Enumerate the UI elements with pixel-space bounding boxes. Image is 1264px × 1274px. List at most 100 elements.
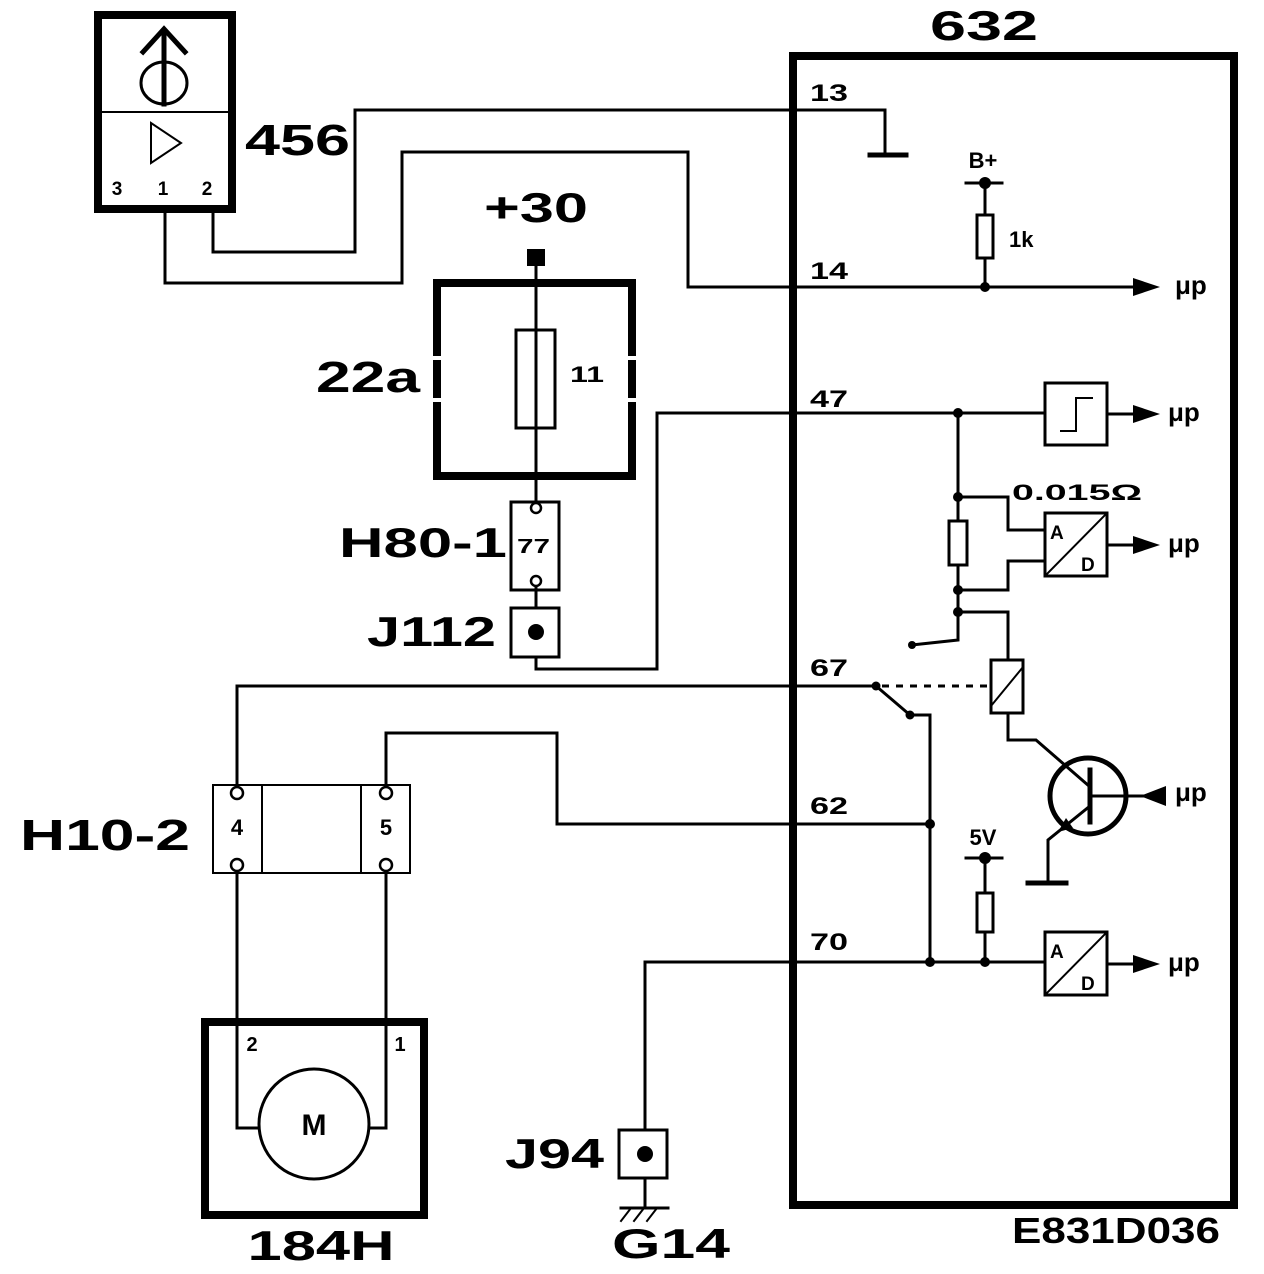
- adc-input-wire-high: [956, 495, 1047, 532]
- relay-driver-circuit: μp: [882, 610, 1207, 886]
- transistor-emitter-wire: [1046, 803, 1093, 885]
- junction-dot: [925, 957, 935, 967]
- motor-pin-1-label: 1: [394, 1034, 405, 1056]
- wire-pin62-to-h10-pin5: [384, 731, 799, 826]
- ground-g14: G14: [612, 1206, 731, 1267]
- pin-14-label: 14: [810, 258, 849, 285]
- sensor-arrow-head-icon: [139, 25, 189, 56]
- sensor-456: 3 1 2 456: [94, 11, 350, 213]
- wire-h10-pin5-to-motor: [367, 869, 388, 1130]
- sensor-pin-2-label: 2: [202, 179, 213, 200]
- pin-62-circuit: [795, 819, 935, 829]
- fuse-icon: [514, 328, 557, 430]
- microprocessor-label: μp: [1175, 777, 1207, 807]
- junction-dot: [979, 852, 991, 864]
- relay-aux-wire: [910, 610, 960, 647]
- connector-pin-4-label: 4: [231, 815, 244, 840]
- connector-pin-icon: [229, 785, 245, 801]
- relay-switch-blade: [873, 683, 913, 718]
- fuse-number-label: 11: [570, 362, 604, 387]
- ad-converter-divider: [1043, 511, 1109, 578]
- emitter-arrow-icon: [1058, 818, 1073, 832]
- adc-analog-label: A: [1050, 523, 1064, 544]
- fuse-box-outline: [433, 279, 636, 480]
- connector-pin-icon: [529, 574, 543, 588]
- connector-pin-icon: [229, 857, 245, 873]
- motor-icon: [257, 1067, 371, 1181]
- ground-hatch: [632, 1206, 646, 1223]
- pin-13-internal-wire: [795, 108, 887, 157]
- arrow-right-icon: [1133, 278, 1160, 296]
- 5v-label: 5V: [970, 825, 997, 850]
- connector-h80-1: 77 H80-1: [339, 500, 561, 592]
- pin-70-label: 70: [810, 929, 848, 956]
- connector-pin-number: 77: [517, 536, 550, 558]
- pin-47-label: 47: [810, 386, 848, 413]
- microprocessor-label: μp: [1175, 270, 1207, 300]
- supply-label: +30: [484, 184, 588, 231]
- ground-label: G14: [612, 1220, 731, 1267]
- pullup-resistor-label: 1k: [1009, 227, 1034, 252]
- schmitt-trigger-icon: [1060, 397, 1093, 432]
- junction-dot: [925, 819, 935, 829]
- shunt-resistor-label: 0.015Ω: [1012, 480, 1142, 505]
- control-unit-632: 632 13 14 47 67 62 70 μp B+ 1k: [789, 2, 1238, 1209]
- supply-plus-30: +30: [484, 184, 588, 266]
- sensor-pin-1-label: 1: [158, 179, 169, 200]
- pin-62-label: 62: [810, 793, 848, 820]
- connector-pin-icon: [529, 501, 543, 515]
- wire-h10-pin4-to-motor: [235, 869, 261, 1130]
- arrow-left-icon: [1140, 786, 1166, 806]
- ground-hatch: [645, 1206, 659, 1223]
- pin-13-circuit: [795, 108, 909, 158]
- motor-label: 184H: [248, 1222, 395, 1269]
- switch-output-wire: [908, 713, 932, 964]
- adc-digital-label: D: [1081, 555, 1095, 576]
- adc-analog-label: A: [1050, 942, 1064, 963]
- relay-coil-feed-wire: [956, 610, 1010, 662]
- pin-67-label: 67: [810, 655, 848, 682]
- microprocessor-label: μp: [1168, 397, 1200, 427]
- supply-terminal-icon: [527, 249, 545, 266]
- wire-pin70-to-j94: [643, 960, 799, 1132]
- pin-14-circuit: μp B+ 1k: [795, 148, 1207, 300]
- control-unit-outline: [789, 52, 1238, 1209]
- splice-label: J94: [505, 1130, 605, 1177]
- control-unit-label: 632: [930, 2, 1038, 49]
- relay-coil-diagonal: [989, 665, 1025, 708]
- microprocessor-label: μp: [1168, 947, 1200, 977]
- motor-pin-2-label: 2: [246, 1034, 257, 1056]
- diagram-id-label: E831D036: [1012, 1210, 1220, 1251]
- pin-67-circuit: [795, 681, 932, 964]
- pin-47-circuit: μp 0.015Ω A D μp: [795, 381, 1200, 617]
- connector-pin-icon: [378, 785, 394, 801]
- motor-symbol: M: [302, 1109, 327, 1142]
- adc-digital-label: D: [1081, 974, 1095, 995]
- transistor-collector-wire: [1006, 711, 1092, 789]
- splice-label: J112: [367, 608, 496, 655]
- connector-label: H80-1: [339, 519, 507, 566]
- splice-dot-icon: [637, 1146, 653, 1162]
- connector-pin-5-label: 5: [380, 815, 392, 840]
- splice-dot-icon: [528, 624, 544, 640]
- arrow-right-icon: [1133, 955, 1160, 973]
- ground-hatch: [619, 1206, 633, 1223]
- connector-h10-2: 4 5 H10-2: [20, 784, 411, 874]
- pin-70-circuit: 5V A D μp: [795, 825, 1200, 997]
- external-wires: [163, 108, 799, 1210]
- splice-j94: J94: [505, 1128, 669, 1180]
- fuse-box-label: 22a: [316, 353, 421, 402]
- wire-j112-to-pin47: [534, 411, 799, 671]
- wire-pin67-to-h10-pin4: [235, 684, 799, 789]
- sensor-amplifier-icon: [150, 121, 183, 165]
- motor-housing: [201, 1018, 428, 1219]
- adc-input-wire-low: [956, 559, 1047, 592]
- wire-sensor-pin2-to-pin13: [211, 108, 799, 254]
- arrow-right-icon: [1133, 405, 1160, 423]
- b-plus-label: B+: [969, 148, 998, 173]
- arrow-right-icon: [1133, 536, 1160, 554]
- pin-13-label: 13: [810, 80, 848, 107]
- splice-box: [617, 1128, 669, 1180]
- fuse-box-22a: 11 22a: [316, 279, 636, 480]
